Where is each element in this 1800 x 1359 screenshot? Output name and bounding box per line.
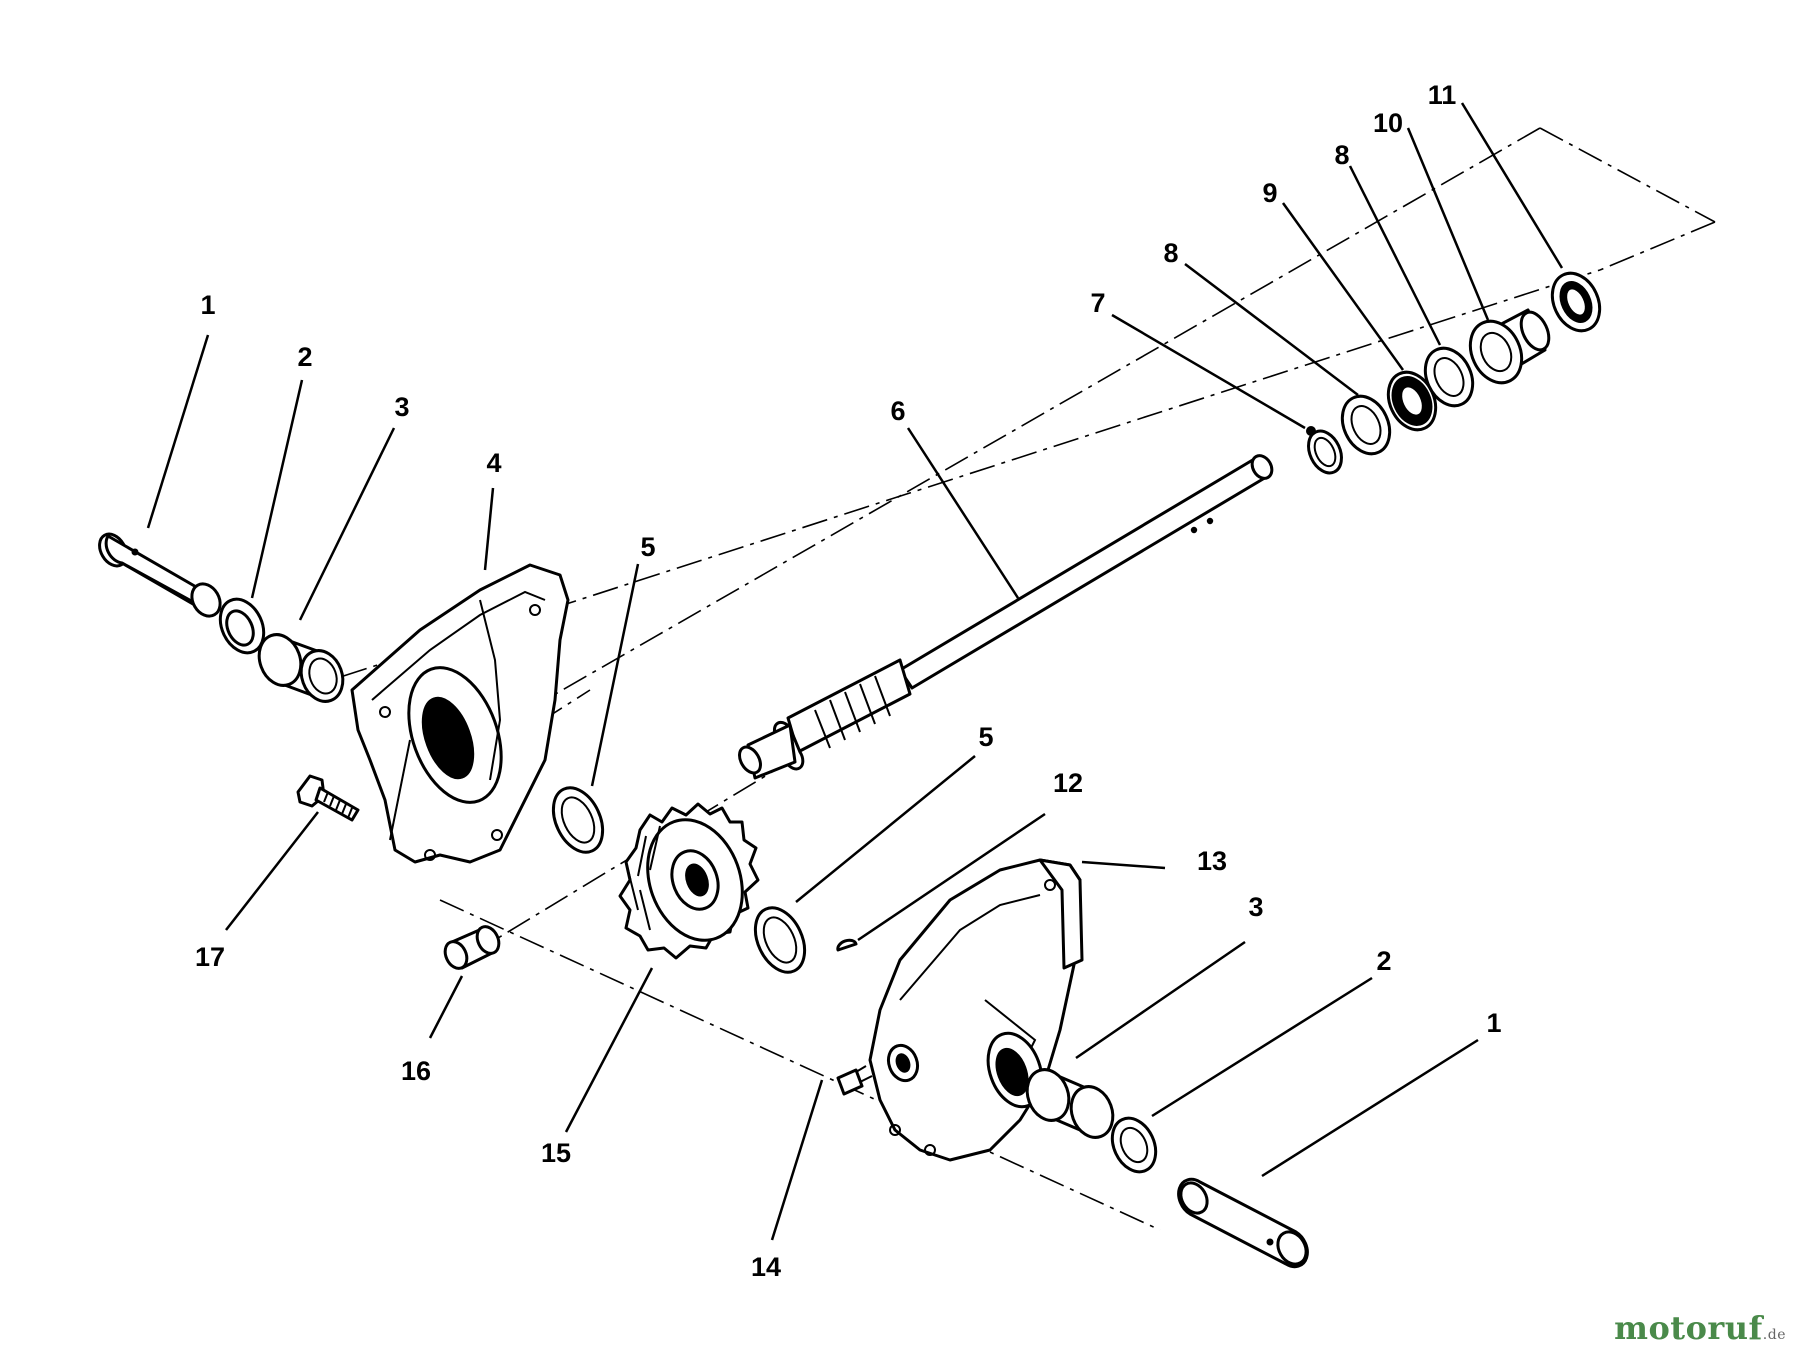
part-5-washer-left — [551, 786, 605, 854]
part-5-washer-right — [753, 906, 807, 974]
callout-9: 9 — [1262, 178, 1277, 208]
callout-14: 14 — [751, 1252, 781, 1282]
part-10-flanged-bearing — [1468, 308, 1551, 385]
part-2-seal-right — [1110, 1116, 1158, 1174]
callout-7: 7 — [1090, 288, 1105, 318]
callout-labels: 1 2 3 4 5 6 7 8 9 8 10 11 5 12 13 3 2 1 … — [195, 80, 1502, 1282]
part-6-worm-shaft — [738, 454, 1274, 780]
callout-4: 4 — [486, 448, 501, 478]
part-11-seal — [1550, 271, 1602, 333]
callout-1-upper-left: 1 — [200, 290, 215, 320]
callout-5-upper: 5 — [640, 532, 655, 562]
callout-1-lower-right: 1 — [1486, 1008, 1501, 1038]
callout-16: 16 — [401, 1056, 431, 1086]
part-7-retaining-ring — [1306, 426, 1343, 475]
part-1-pin-right — [1177, 1177, 1309, 1269]
callout-15: 15 — [541, 1138, 571, 1168]
callout-17: 17 — [195, 942, 225, 972]
callout-13: 13 — [1197, 846, 1227, 876]
watermark-tld: .de — [1762, 1327, 1786, 1343]
part-17-bolt — [296, 774, 360, 822]
motoruf-watermark-logo: motoruf.de — [1614, 1309, 1786, 1347]
part-4-gear-housing-left — [350, 563, 570, 864]
part-2-seal-left — [218, 597, 266, 655]
callout-5-lower: 5 — [978, 722, 993, 752]
part-8-washer-a — [1340, 394, 1392, 456]
callout-2-upper-left: 2 — [297, 342, 312, 372]
callout-12: 12 — [1053, 768, 1083, 798]
callout-8-left: 8 — [1163, 238, 1178, 268]
callout-2-lower-right: 2 — [1376, 946, 1391, 976]
leader-lines — [146, 102, 1564, 1241]
callout-6: 6 — [890, 396, 905, 426]
watermark-brand: motoruf — [1614, 1309, 1763, 1347]
callout-8-right: 8 — [1334, 140, 1349, 170]
part-15-worm-gear — [618, 802, 760, 960]
part-9-thrust-bearing — [1386, 370, 1438, 432]
part-14-vent-plug — [836, 1065, 873, 1096]
part-16-dowel-pin — [443, 925, 501, 970]
part-3-bushing-right — [1025, 1068, 1115, 1139]
part-1-pin-left — [98, 532, 222, 618]
part-8-washer-b — [1423, 346, 1475, 408]
callout-11: 11 — [1428, 80, 1457, 110]
callout-3-upper-left: 3 — [394, 392, 409, 422]
part-12-key — [836, 938, 858, 952]
part-3-bushing-left — [257, 633, 345, 703]
callout-3-lower-right: 3 — [1248, 892, 1263, 922]
callout-10: 10 — [1373, 108, 1403, 138]
